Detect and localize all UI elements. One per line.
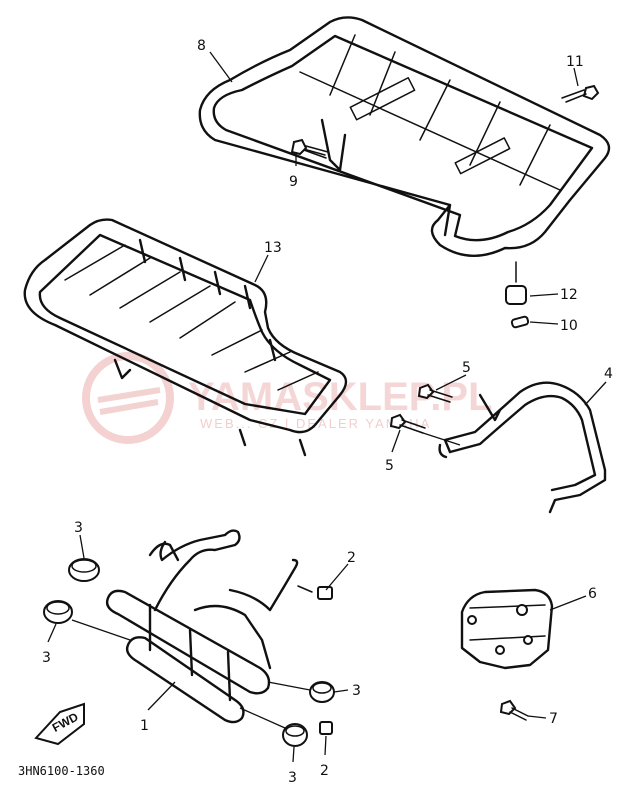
watermark-logo-stripes [97, 387, 161, 415]
watermark-brand: YAMASKLEP.PL [188, 375, 493, 419]
callout-5-lower: 5 [385, 458, 394, 474]
pin-10 [510, 315, 530, 329]
callout-labels: 8 11 9 13 12 10 5 5 4 3 3 2 6 1 3 7 2 3 [42, 38, 613, 786]
bushing-3-bottom [282, 723, 308, 747]
bolt-7 [499, 699, 529, 721]
watermark-subtitle: WEB... CZ | DEALER YAMAHA [200, 416, 431, 431]
callout-2-lower: 2 [320, 763, 329, 779]
front-guard [105, 529, 299, 724]
bushing-3-right [309, 681, 335, 703]
callout-9: 9 [289, 174, 298, 190]
watermark: YAMASKLEP.PL WEB... CZ | DEALER YAMAHA [82, 352, 493, 444]
bolt-5-lower [389, 413, 426, 434]
rear-carrier [198, 16, 611, 258]
callout-12: 12 [560, 287, 578, 303]
front-carrier [23, 218, 348, 457]
mount-bracket [460, 588, 554, 670]
watermark-logo-icon [82, 352, 174, 444]
callout-4: 4 [604, 366, 613, 382]
diagram-code: 3HN6100-1360 [18, 764, 105, 778]
callout-3-bottom: 3 [288, 770, 297, 786]
bushing-12 [505, 261, 527, 305]
bolt-11 [561, 84, 600, 103]
callout-6: 6 [588, 586, 597, 602]
callout-10: 10 [560, 318, 578, 334]
callout-1: 1 [140, 718, 149, 734]
callout-3-left: 3 [42, 650, 51, 666]
bolt-2-lower [319, 721, 333, 735]
callout-11: 11 [566, 54, 584, 70]
callout-5-upper: 5 [462, 360, 471, 376]
bolt-5-upper [417, 383, 453, 403]
bushing-3-upper [68, 558, 100, 582]
callout-8: 8 [197, 38, 206, 54]
bolt-2-upper [297, 585, 333, 600]
side-bracket [438, 381, 607, 514]
bolt-9 [290, 138, 329, 159]
bushing-3-left [43, 600, 73, 624]
callout-3-upper: 3 [74, 520, 83, 536]
callout-7: 7 [549, 711, 558, 727]
fwd-arrow-icon: FWD [34, 702, 85, 746]
callout-2-upper: 2 [347, 550, 356, 566]
leader-lines [47, 51, 607, 763]
callout-3-right: 3 [352, 683, 361, 699]
callout-13: 13 [264, 240, 282, 256]
